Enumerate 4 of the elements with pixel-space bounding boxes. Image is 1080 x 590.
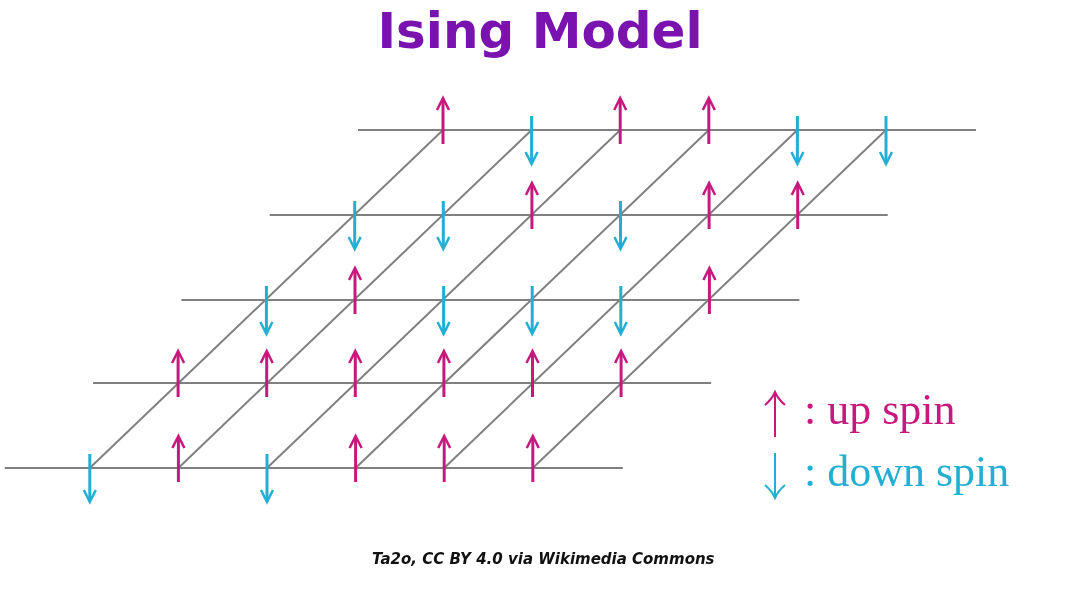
legend-text: : down spin <box>804 447 1010 496</box>
title: Ising Model <box>377 2 703 60</box>
caption: Ta2o, CC BY 4.0 via Wikimedia Commons <box>372 550 715 568</box>
legend-text: : up spin <box>804 385 956 434</box>
